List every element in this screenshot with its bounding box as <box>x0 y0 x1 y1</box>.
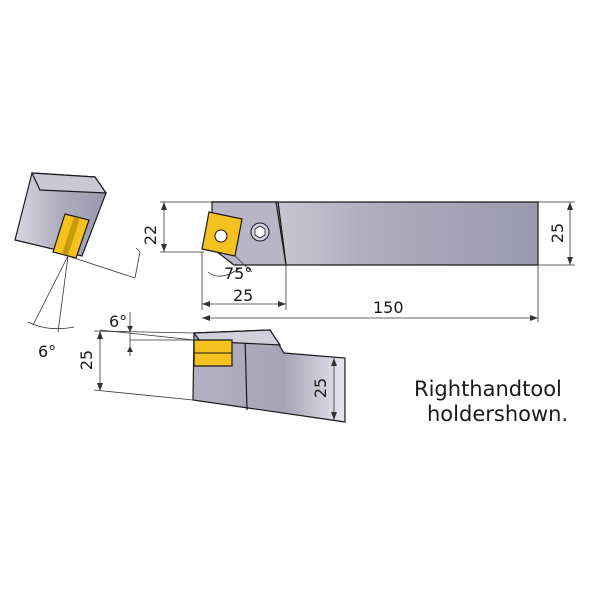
note-line-1: Righthandtool <box>414 377 562 401</box>
side-view <box>93 312 346 423</box>
dim-side-height-right: 25 <box>311 378 330 398</box>
end-view-detail <box>14 172 141 333</box>
insert-hole <box>214 229 228 243</box>
end-view-top-face <box>31 172 108 194</box>
end-view-insert-shade <box>62 217 80 255</box>
dim-side-height-left: 25 <box>77 350 96 370</box>
dim-approach-angle: 75° <box>224 264 252 283</box>
dim-overall-length: 150 <box>373 298 404 317</box>
plan-view <box>160 201 575 322</box>
note-line-2: holdershown. <box>427 402 568 426</box>
side-clearance-angle: 6° <box>109 312 127 331</box>
dim-insert-offset: 25 <box>233 286 253 305</box>
end-clearance-angle: 6° <box>38 342 56 361</box>
dim-shank-height: 22 <box>141 225 160 245</box>
hex-socket-icon <box>254 225 266 239</box>
dim-shank-width: 25 <box>548 223 567 243</box>
